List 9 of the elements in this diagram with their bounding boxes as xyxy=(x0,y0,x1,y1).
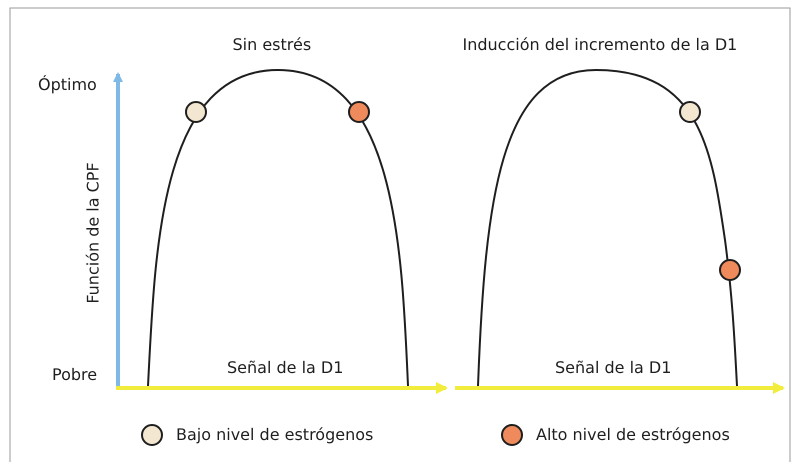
legend-label: Alto nivel de estrógenos xyxy=(536,425,730,445)
chart-title: Inducción del incremento de la D1 xyxy=(462,35,738,55)
axis-title: Señal de la D1 xyxy=(555,358,672,378)
chart-title: Sin estrés xyxy=(232,35,312,55)
legend-label: Bajo nivel de estrógenos xyxy=(176,425,374,445)
axis-tick-label: Pobre xyxy=(52,365,98,385)
axis-title: Señal de la D1 xyxy=(227,358,344,378)
axis-title: Función de la CPF xyxy=(83,162,104,304)
axis-tick-label: Óptimo xyxy=(38,75,97,95)
